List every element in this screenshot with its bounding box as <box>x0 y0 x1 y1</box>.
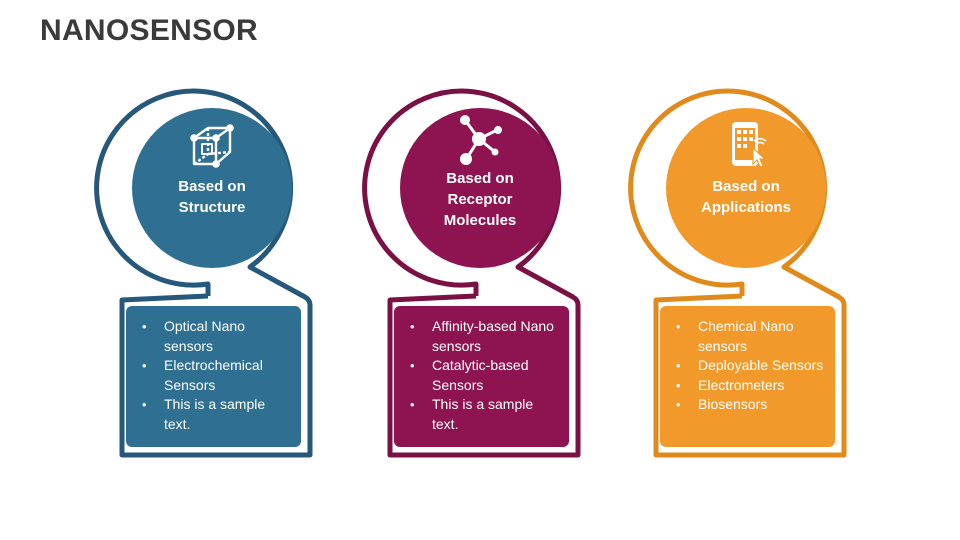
list-item: Electrochemical Sensors <box>138 356 291 395</box>
list-item: Biosensors <box>672 395 825 415</box>
card-frame <box>94 88 313 458</box>
list-item: Catalytic-based Sensors <box>406 356 559 395</box>
card-details-box: Optical Nano sensors Electrochemical Sen… <box>126 306 301 447</box>
main-circle <box>400 108 560 268</box>
page-title: NANOSENSOR <box>40 14 259 47</box>
outline-path <box>362 88 581 458</box>
molecule-icon <box>373 112 623 165</box>
list-item: Deployable Sensors <box>672 356 825 376</box>
outline-path <box>94 88 313 458</box>
details-list: Chemical Nano sensors Deployable Sensors… <box>672 317 825 415</box>
card-details-box: Chemical Nano sensors Deployable Sensors… <box>660 306 835 447</box>
list-item: Electrometers <box>672 376 825 396</box>
list-item: Chemical Nano sensors <box>672 317 825 356</box>
list-item: This is a sample text. <box>406 395 559 434</box>
card-frame <box>362 88 581 458</box>
card-details-box: Affinity-based Nano sensors Catalytic-ba… <box>394 306 569 447</box>
list-item: Optical Nano sensors <box>138 317 291 356</box>
details-list: Affinity-based Nano sensors Catalytic-ba… <box>406 317 559 434</box>
main-circle <box>666 108 826 268</box>
mobile-app-icon <box>639 120 889 168</box>
cube-wireframe-icon <box>105 122 355 170</box>
outline-path <box>628 88 847 458</box>
list-item: Affinity-based Nano sensors <box>406 317 559 356</box>
card-frame <box>628 88 847 458</box>
details-list: Optical Nano sensors Electrochemical Sen… <box>138 317 291 434</box>
list-item: This is a sample text. <box>138 395 291 434</box>
main-circle <box>132 108 292 268</box>
